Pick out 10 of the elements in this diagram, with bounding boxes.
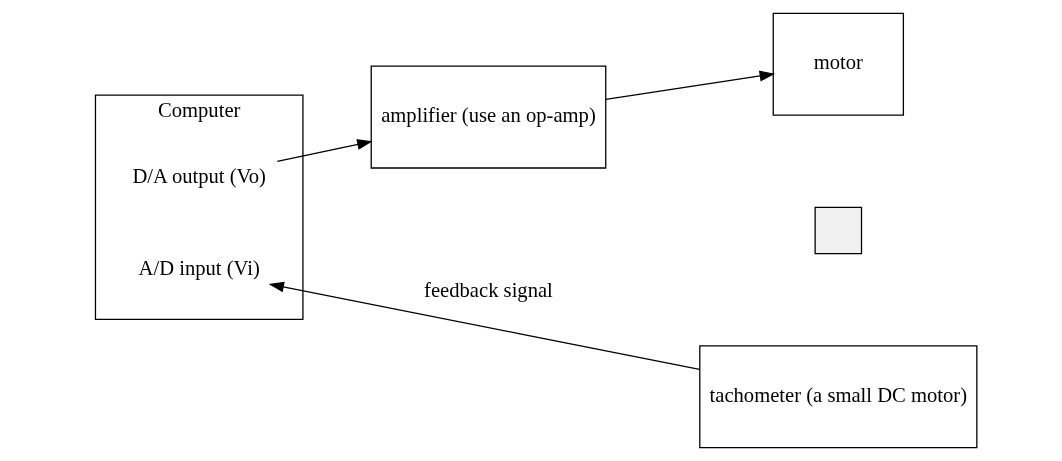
edge-label: feedback signal — [424, 279, 553, 302]
node-bar — [814, 206, 863, 255]
node-box: tachometer (a small DC motor) — [699, 345, 978, 449]
node-box: amplifier (use an op-amp) — [370, 65, 607, 169]
node-text: A/D input (Vi) — [138, 257, 260, 280]
node-text: D/A output (Vo) — [132, 164, 266, 187]
arrow — [605, 70, 776, 101]
arrow — [268, 281, 701, 371]
arrow — [276, 139, 373, 163]
node-box: motor — [772, 12, 905, 116]
